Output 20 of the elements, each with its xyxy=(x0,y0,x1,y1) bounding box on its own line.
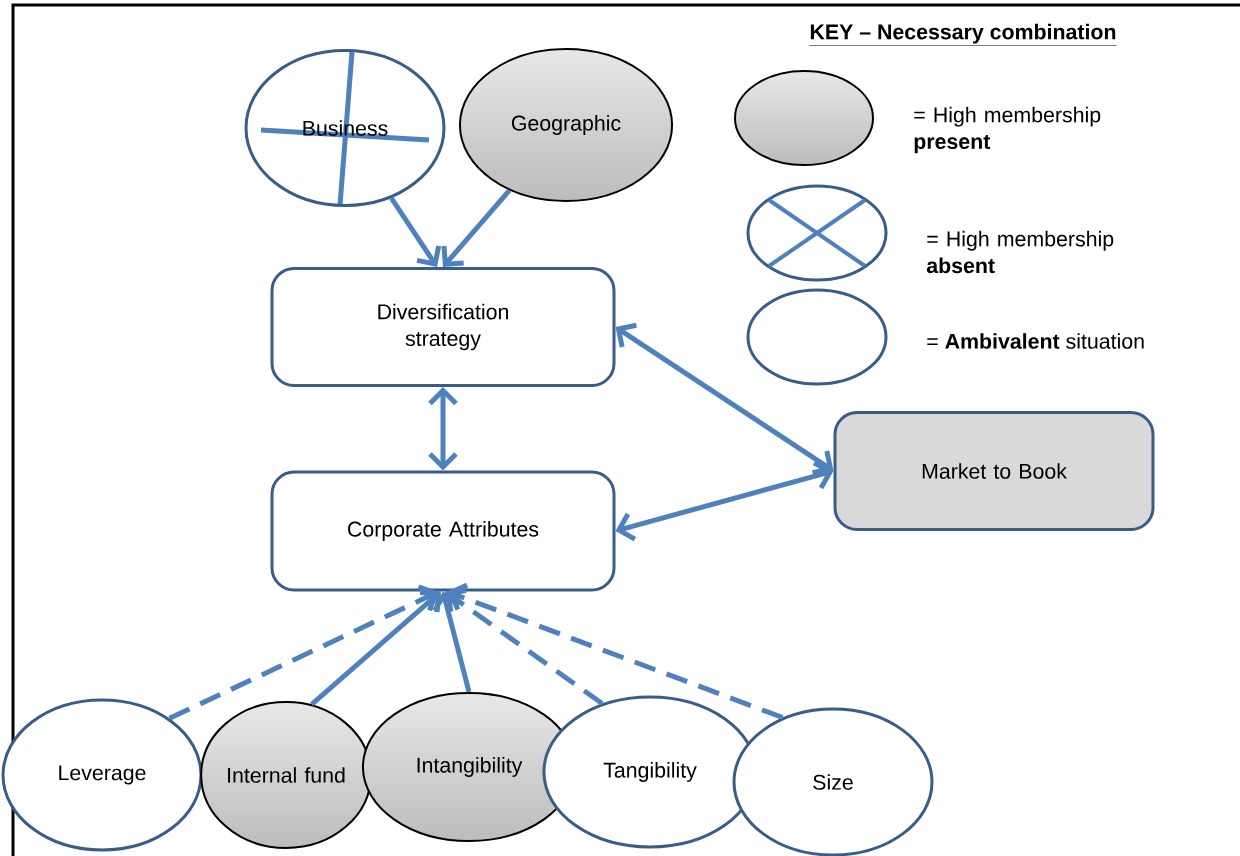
node-label: Tangibility xyxy=(603,762,697,782)
arrow xyxy=(428,387,458,471)
arrow xyxy=(310,590,441,707)
node-label: Size xyxy=(813,774,853,790)
process-box: Corporate Attributes xyxy=(270,470,616,592)
arrow xyxy=(445,588,604,706)
process-box: Diversification strategy xyxy=(270,267,616,387)
arrow xyxy=(441,188,512,267)
key-heading: KEY – Necessary combination xyxy=(809,23,1117,46)
arrow xyxy=(615,322,834,476)
arrow xyxy=(168,584,439,721)
arrow xyxy=(389,196,442,267)
node-label: Leverage xyxy=(59,765,146,785)
legend-text: = High membership absent xyxy=(926,230,1114,274)
arrow xyxy=(615,460,834,542)
arrow xyxy=(432,591,472,693)
arrow xyxy=(447,582,784,720)
legend-text: = Ambivalent situation xyxy=(927,333,1144,349)
legend-text: = High membership present xyxy=(914,106,1101,154)
shaded-box: Market to Book xyxy=(833,411,1155,531)
